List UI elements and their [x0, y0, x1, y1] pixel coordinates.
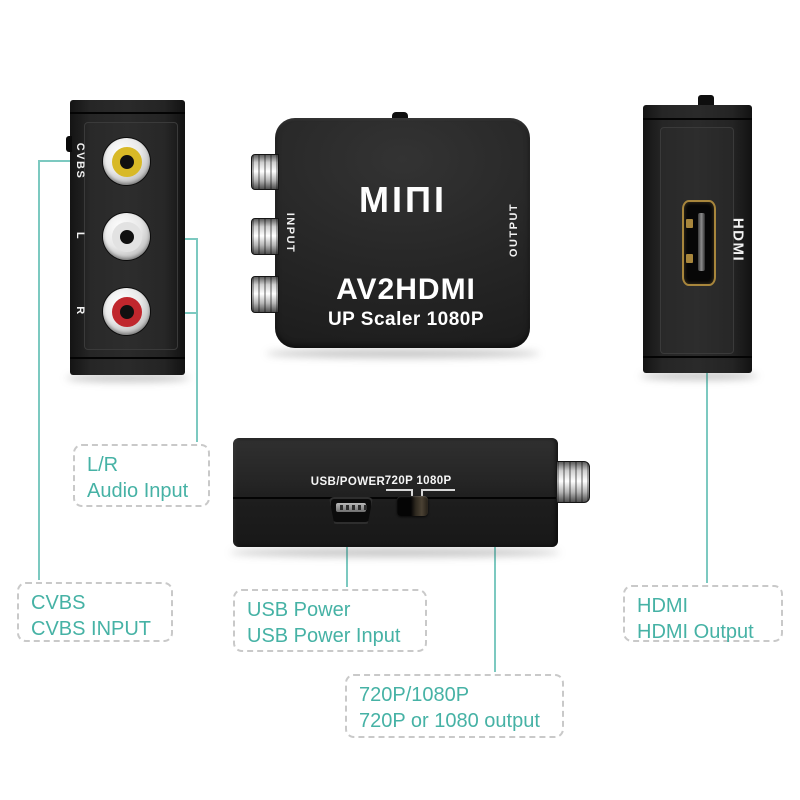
- main-top-nub: [392, 112, 408, 122]
- input-label: INPUT: [284, 212, 296, 254]
- model-tagline: UP Scaler 1080P: [327, 309, 485, 330]
- right-view-top-seam: [643, 118, 752, 120]
- callout-usb-power-line2: USB Power Input: [247, 625, 401, 647]
- brand-logo: MIΠI: [359, 179, 447, 220]
- left-view-bottom-seam: [70, 357, 185, 359]
- cvbs-leader-line-v: [38, 160, 40, 580]
- callout-hdmi-line2: HDMI Output: [637, 621, 754, 643]
- callout-resolution-line2: 720P or 1080 output: [359, 710, 540, 732]
- bottom-rca-plug: [556, 461, 590, 503]
- hdmi-port: [682, 200, 716, 286]
- res-1080p-pointer-bracket: [421, 489, 455, 499]
- main-rca-plug-1: [251, 154, 279, 190]
- cvbs-port-label: CVBS: [74, 142, 86, 180]
- usb-power-label: USB/POWER: [310, 476, 386, 488]
- model-name: AV2HDMI: [336, 273, 476, 306]
- callout-resolution-line1: 720P/1080P: [359, 684, 470, 706]
- lr-audio-leader-line-v: [196, 238, 198, 442]
- callout-lr-audio: L/R Audio Input: [73, 444, 210, 507]
- bottom-view-body: [233, 438, 558, 547]
- left-view-top-seam: [70, 112, 185, 114]
- callout-hdmi-line1: HDMI: [637, 595, 689, 617]
- callout-usb-power-line1: USB Power: [247, 599, 351, 621]
- switch-leader-line-v: [494, 507, 496, 672]
- audio-right-jack-ring: [111, 296, 142, 327]
- audio-right-jack: [103, 288, 150, 335]
- callout-cvbs-line2: CVBS INPUT: [31, 618, 152, 640]
- usb-port-contact: [336, 503, 367, 512]
- main-body: [275, 118, 530, 348]
- callout-cvbs-line1: CVBS: [31, 592, 86, 614]
- hdmi-port-pad-1: [686, 219, 693, 228]
- hdmi-leader-line-v: [706, 284, 708, 583]
- usb-leader-line-v: [346, 520, 348, 587]
- res-720p-pointer-bracket: [386, 489, 413, 499]
- hdmi-port-label: HDMI: [729, 217, 747, 263]
- left-view-shadow: [66, 374, 190, 382]
- callout-lr-audio-line2: Audio Input: [87, 480, 189, 502]
- res-1080p-label: 1080P: [416, 475, 452, 487]
- hdmi-port-slot: [698, 213, 705, 271]
- right-view-shadow: [640, 372, 758, 380]
- cvbs-jack-ring: [111, 146, 142, 177]
- right-view-top-bump: [698, 95, 714, 107]
- callout-usb-power: USB Power USB Power Input: [233, 589, 427, 652]
- callout-resolution: 720P/1080P 720P or 1080 output: [345, 674, 564, 738]
- cvbs-jack: [103, 138, 150, 185]
- main-view-shadow: [266, 349, 540, 358]
- l-port-label: L: [74, 231, 86, 241]
- res-720p-label: 720P: [384, 475, 414, 487]
- audio-left-jack: [103, 213, 150, 260]
- callout-lr-audio-line1: L/R: [87, 454, 119, 476]
- left-view-edge-notch: [66, 136, 72, 152]
- left-view-face-panel: [84, 122, 178, 350]
- right-view-face-panel: [660, 127, 734, 354]
- cvbs-leader-line-h: [38, 160, 100, 162]
- callout-cvbs: CVBS CVBS INPUT: [17, 582, 173, 642]
- hdmi-port-pad-2: [686, 254, 693, 263]
- main-rca-plug-2: [251, 218, 279, 255]
- bottom-view-seam: [233, 497, 558, 499]
- usb-power-port: [329, 497, 373, 524]
- audio-left-jack-ring: [111, 221, 142, 252]
- resolution-switch: [397, 496, 428, 516]
- callout-hdmi: HDMI HDMI Output: [623, 585, 783, 643]
- right-view-bottom-seam: [643, 356, 752, 358]
- r-port-label: R: [74, 306, 86, 316]
- bottom-view-shadow: [230, 548, 560, 557]
- main-rca-plug-3: [251, 276, 279, 313]
- output-label: OUTPUT: [508, 202, 520, 258]
